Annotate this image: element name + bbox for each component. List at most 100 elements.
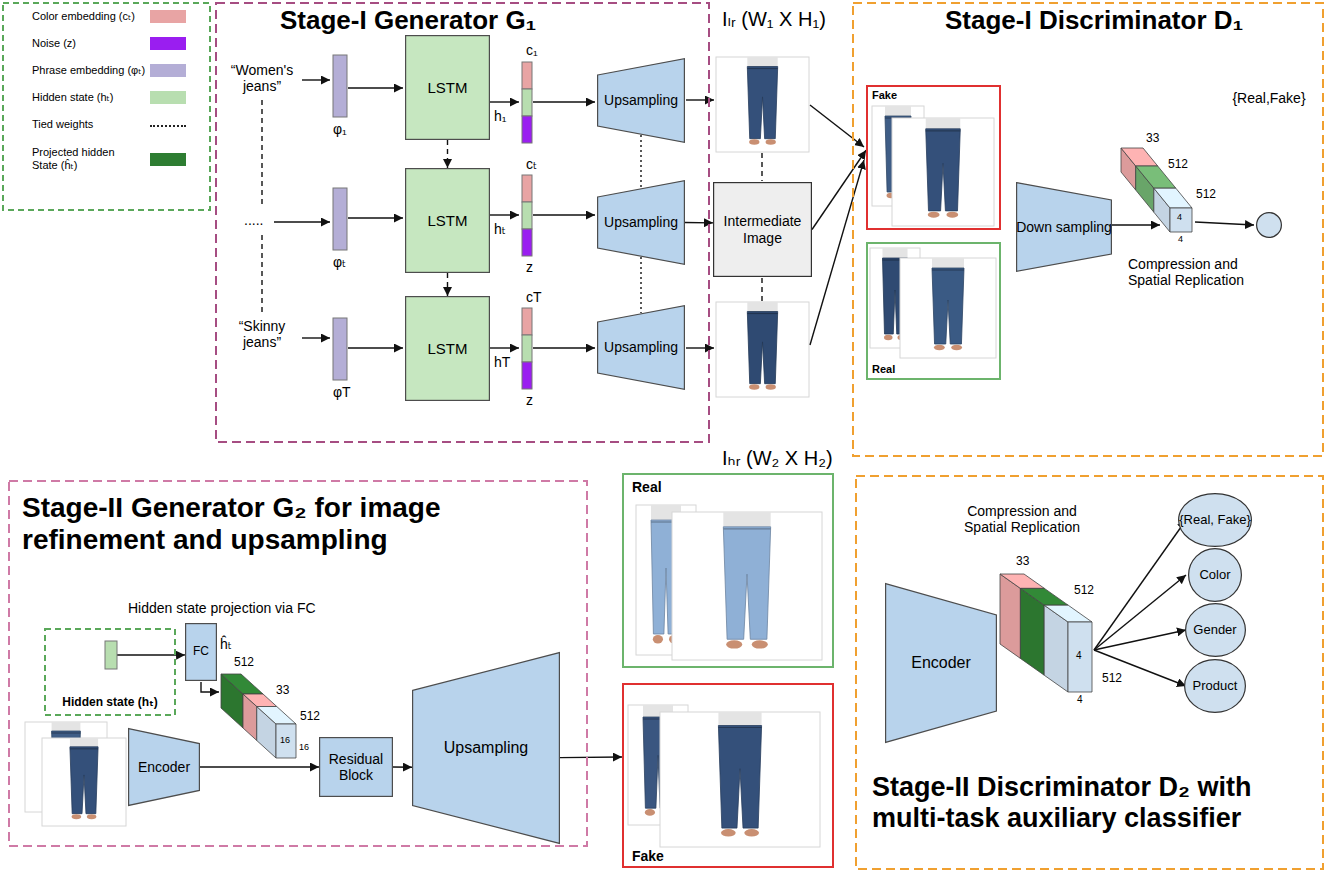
downsampling-block-shape xyxy=(1017,183,1112,272)
dashed-link xyxy=(261,235,262,315)
label: 512 xyxy=(1102,672,1122,686)
dashed-link xyxy=(761,278,762,301)
node-label: Intermediate Image xyxy=(713,213,812,245)
waistband xyxy=(747,313,777,314)
node-label: Color xyxy=(1199,568,1230,583)
node-label: LSTM xyxy=(427,212,467,229)
node-label: Upsampling xyxy=(604,92,678,108)
node-outline xyxy=(622,473,834,668)
legend-text: Hidden state (hₜ) xyxy=(32,91,114,104)
hidden-state xyxy=(522,89,532,116)
arrow xyxy=(490,101,519,102)
shirt xyxy=(926,118,961,129)
lstm-box-shape xyxy=(406,36,490,140)
node-heading: Fake xyxy=(872,89,897,102)
node-heading: Fake xyxy=(632,848,664,864)
arrow xyxy=(686,347,714,348)
generator-panel-shape xyxy=(9,481,587,846)
jeans-photo xyxy=(716,57,809,152)
label: 33 xyxy=(276,684,289,698)
shirt xyxy=(70,738,98,747)
legend-swatch xyxy=(150,91,186,104)
real-image-frame-shape xyxy=(623,474,833,667)
jeans-photo xyxy=(892,118,994,226)
connector xyxy=(685,222,713,224)
encoder-block: Encoder xyxy=(885,583,997,743)
label: “Skinny jeans” xyxy=(226,318,298,350)
foot xyxy=(946,212,958,218)
output-circle-shape xyxy=(1257,213,1282,238)
label: 4 xyxy=(1077,694,1083,706)
node-outline xyxy=(866,85,1001,230)
photo-frame xyxy=(892,118,994,226)
shirt xyxy=(885,106,911,116)
label: hₜ xyxy=(494,221,506,237)
tensor-face xyxy=(276,724,296,758)
waistband xyxy=(926,130,961,131)
foot xyxy=(884,335,893,341)
waistband xyxy=(52,732,81,733)
classifier-head: Color xyxy=(1188,548,1242,602)
phrase-embedding xyxy=(333,188,347,250)
intermediate-image-box-shape xyxy=(714,183,812,277)
jeans xyxy=(747,312,777,384)
label: 512 xyxy=(234,656,254,670)
tensor-face xyxy=(1121,148,1158,166)
arrow xyxy=(302,79,330,80)
legend-text: Tied weights xyxy=(32,118,93,131)
noise-vector xyxy=(522,116,532,143)
residual-block: Residual Block xyxy=(319,737,393,797)
noise-vector xyxy=(522,229,532,256)
output-circle: {Real,Fake} xyxy=(1256,212,1282,238)
fc-layer-shape xyxy=(186,624,217,681)
classifier-head-shape xyxy=(1185,660,1246,713)
shirt xyxy=(747,57,777,67)
lstm-box: LSTM xyxy=(405,35,490,140)
arrow xyxy=(1094,575,1186,650)
node-label: LSTM xyxy=(427,340,467,357)
upsampling-block: Upsampling xyxy=(597,180,685,265)
arrow xyxy=(1094,630,1186,650)
label: 16 xyxy=(280,735,290,745)
foot xyxy=(744,829,759,837)
discriminator-panel: FakeRealDown sampling{Real,Fake}Stage-I … xyxy=(852,2,1324,457)
arrow xyxy=(348,87,403,88)
label: φT xyxy=(333,384,351,400)
foot xyxy=(749,139,759,144)
label: φ₁ xyxy=(333,121,347,137)
jeans xyxy=(926,129,961,211)
label: Compression and Spatial Replication xyxy=(1128,256,1268,288)
foot xyxy=(766,384,776,389)
shirt xyxy=(747,302,777,312)
label: “Women's jeans” xyxy=(226,62,298,94)
dashed-link xyxy=(261,100,262,205)
arrow xyxy=(810,160,864,345)
node-heading: Stage-I Generator G₁ xyxy=(280,6,536,36)
arrow xyxy=(533,101,595,102)
label: cT xyxy=(526,289,542,305)
node-label: FC xyxy=(193,645,209,659)
tensor-face xyxy=(257,707,296,725)
lstm-box-shape xyxy=(406,297,490,401)
label: z xyxy=(526,392,533,408)
node-label: Product xyxy=(1193,679,1238,694)
label: 512 xyxy=(300,710,320,724)
arrow xyxy=(1195,222,1254,225)
jeans xyxy=(932,268,964,344)
encoder-block: Encoder xyxy=(128,728,200,806)
legend-swatch xyxy=(150,37,186,50)
arrow xyxy=(348,347,403,348)
tensor-face xyxy=(221,674,263,694)
foot xyxy=(766,139,776,144)
label: Iₕᵣ (W₂ X H₂) xyxy=(722,447,833,470)
node-label: Encoder xyxy=(138,759,190,775)
tensor-face xyxy=(243,694,277,707)
jeans xyxy=(718,726,761,829)
label: 512 xyxy=(1074,584,1094,598)
label: 512 xyxy=(1168,158,1188,172)
label: ĥₜ xyxy=(220,636,232,652)
node-label: Down sampling xyxy=(1016,219,1112,235)
encoder-block-shape xyxy=(886,584,997,743)
label: 4 xyxy=(1177,212,1182,222)
